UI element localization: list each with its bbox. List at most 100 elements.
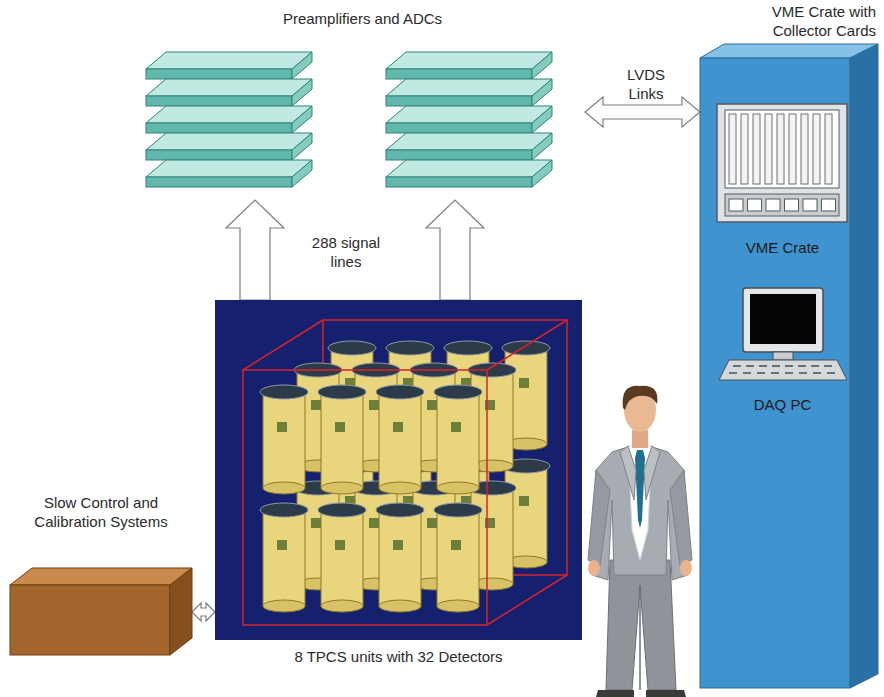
plate-top xyxy=(386,79,552,96)
cylinder-base xyxy=(263,600,305,612)
plate-side xyxy=(532,52,552,79)
key-row xyxy=(785,365,793,367)
card-slot xyxy=(825,114,832,184)
key-row xyxy=(729,372,737,374)
plate-top xyxy=(386,106,552,123)
detector-array: 8 TPCS units with 32 Detectors xyxy=(215,300,582,640)
plate-front xyxy=(146,177,292,187)
person-figure xyxy=(588,386,692,697)
plate-front xyxy=(386,96,532,106)
cylinder-cap xyxy=(376,503,424,517)
key-row xyxy=(733,365,741,367)
detector-cylinder xyxy=(263,510,305,606)
cylinder-label xyxy=(311,518,321,528)
cylinder-label xyxy=(427,518,437,528)
node-art xyxy=(140,6,585,200)
cube-edge xyxy=(487,320,567,370)
card-slot xyxy=(789,114,796,184)
cube-front xyxy=(243,370,487,625)
plate-front xyxy=(146,69,292,79)
block-arrow xyxy=(426,200,484,300)
plate-top xyxy=(386,160,552,177)
node-label: Preamplifiers and ADCs xyxy=(140,10,585,29)
detector-cylinder xyxy=(321,392,363,488)
plate-side xyxy=(292,52,312,79)
node-art xyxy=(215,300,582,640)
key-row xyxy=(799,372,807,374)
adc-stacks xyxy=(146,52,552,187)
detector-cylinder xyxy=(263,392,305,488)
key-row xyxy=(785,372,793,374)
key-row xyxy=(759,365,767,367)
node-label: Slow Control and Calibration Systems xyxy=(31,494,171,532)
plate-top xyxy=(386,52,552,69)
block-arrow xyxy=(226,200,284,300)
box-top xyxy=(10,568,192,585)
monitor-stand xyxy=(773,352,793,360)
cylinder-label xyxy=(335,422,345,432)
node-art xyxy=(715,100,850,260)
edge-label: LVDS Links xyxy=(608,66,684,104)
plate-front xyxy=(146,123,292,133)
node-label: DAQ PC xyxy=(715,396,850,415)
pc-base xyxy=(719,360,847,380)
cylinder-base xyxy=(379,482,421,494)
cylinder-label xyxy=(519,378,529,388)
monitor-frame xyxy=(743,288,823,352)
slow-control-box: Slow Control and Calibration Systems xyxy=(10,490,192,660)
cylinder-label xyxy=(393,540,403,550)
card-slot xyxy=(729,114,736,184)
plate-side xyxy=(532,106,552,133)
cylinder-base xyxy=(437,482,479,494)
box-front xyxy=(10,585,170,655)
cylinder-label xyxy=(393,422,403,432)
cylinder-cap xyxy=(502,341,550,355)
block-arrow xyxy=(192,603,215,621)
vme-cabinet: VME Crate with Collector CardsVME CrateD… xyxy=(700,0,880,690)
detector-cylinder xyxy=(379,510,421,606)
detector-ground xyxy=(215,300,582,640)
cylinder-label xyxy=(277,422,287,432)
cylinder-base xyxy=(263,482,305,494)
detector-cylinder xyxy=(437,510,479,606)
key-row xyxy=(827,372,835,374)
key-row xyxy=(813,372,821,374)
adc-group: Preamplifiers and ADCs xyxy=(140,6,585,200)
plate-side xyxy=(292,160,312,187)
cube-edge xyxy=(243,320,323,370)
cabinet-top xyxy=(700,44,878,58)
vme-crate: VME Crate xyxy=(715,100,850,260)
node-label: VME Crate xyxy=(715,239,850,258)
crate-body xyxy=(717,104,847,222)
cylinder-base xyxy=(321,482,363,494)
cylinder-base xyxy=(379,600,421,612)
key-row xyxy=(798,365,806,367)
cylinder-label xyxy=(311,400,321,410)
cylinder-label xyxy=(369,400,379,410)
detector-cylinder xyxy=(321,510,363,606)
monitor-screen xyxy=(750,294,816,344)
plate-side xyxy=(532,133,552,160)
cabinet-front xyxy=(700,58,850,688)
plate-top xyxy=(146,79,312,96)
detector-cylinder xyxy=(379,392,421,488)
daq-pc: DAQ PC xyxy=(715,282,850,417)
card-slot xyxy=(813,114,820,184)
plate-side xyxy=(532,79,552,106)
card-slot xyxy=(753,114,760,184)
key-row xyxy=(746,365,754,367)
cylinder-label xyxy=(519,496,529,506)
node-label: VME Crate with Collector Cards xyxy=(744,3,876,41)
plate-side xyxy=(292,106,312,133)
plate-top xyxy=(146,160,312,177)
power-module xyxy=(803,199,817,211)
box-side xyxy=(170,568,192,655)
card-slot xyxy=(741,114,748,184)
cylinder-label xyxy=(451,540,461,550)
key-row xyxy=(811,365,819,367)
detector-cylinder xyxy=(437,392,479,488)
cabinet-side xyxy=(850,44,878,688)
key-row xyxy=(743,372,751,374)
cylinder-cap xyxy=(328,341,376,355)
power-module xyxy=(766,199,780,211)
